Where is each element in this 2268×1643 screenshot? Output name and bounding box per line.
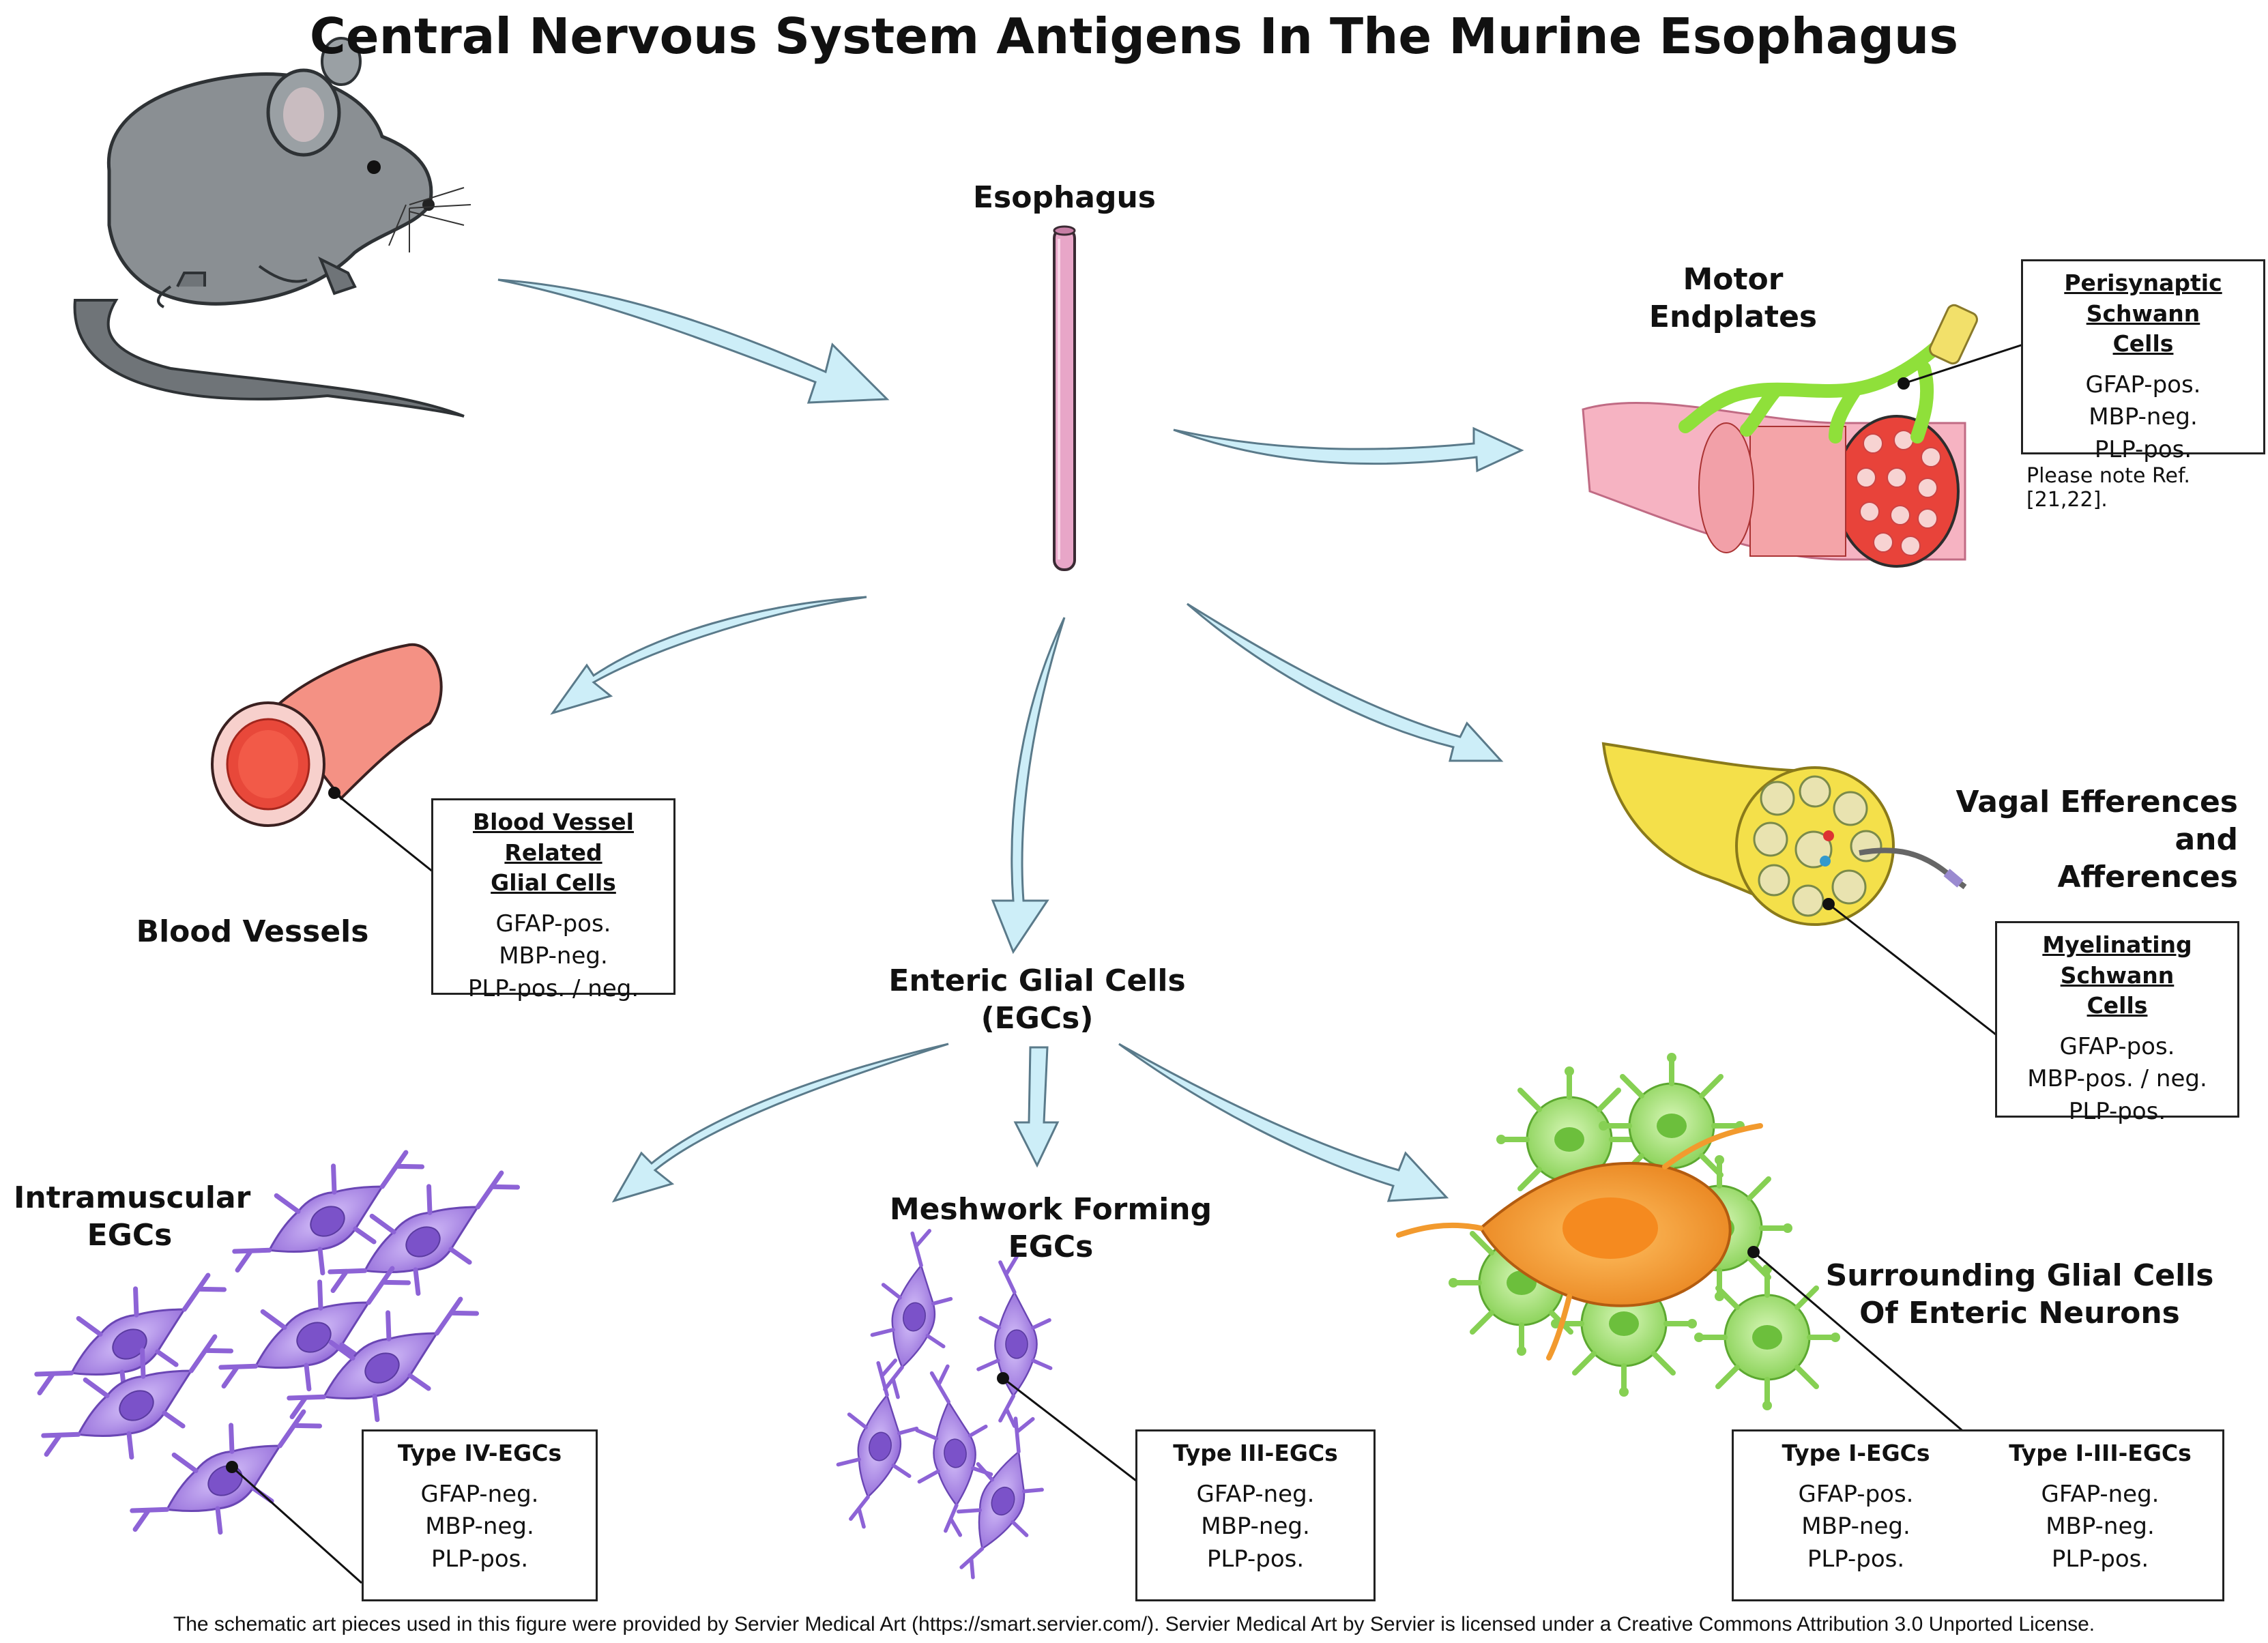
label-motor-endplates: Motor Endplates [1638,261,1829,336]
arrows [497,278,1524,1203]
box-perisynaptic-plp: PLP-pos. [2094,435,2192,463]
arrow-egc-to-meshwork [1013,1046,1060,1168]
box-type1-egcs: Type I-EGCs GFAP-pos. MBP-neg. PLP-pos. … [1732,1429,2224,1601]
box-myelinating-title-line1: Myelinating Schwann [2042,931,2192,989]
mouse-illustration [73,37,471,418]
box-type13-plp: PLP-pos. [2051,1545,2149,1573]
label-esophagus: Esophagus [973,180,1156,215]
connector-dots [226,377,1910,1473]
box-myelinating-plp: PLP-pos. [2068,1097,2166,1125]
arrow-egc-to-surrounding [1118,1043,1449,1202]
label-surrounding-line1: Surrounding Glial Cells [1825,1258,2214,1293]
label-enteric-glial-cells: Enteric Glial Cells (EGCs) [860,962,1215,1037]
box-blood-vessel-title-line2: Glial Cells [491,869,616,897]
label-egc-line1: Enteric Glial Cells [888,963,1186,998]
label-meshwork-line2: EGCs [1008,1230,1094,1264]
vagal-nerve-illustration [1601,742,1967,926]
arrow-esophagus-to-vessel [550,596,867,715]
box-type4-title: Type IV-EGCs [397,1440,562,1466]
box-type3-gfap: GFAP-neg. [1196,1480,1315,1508]
label-egc-line2: (EGCs) [980,1001,1094,1036]
box-type4-mbp: MBP-neg. [425,1513,534,1541]
label-intramuscular-line1: Intramuscular [14,1180,251,1215]
box-perisynaptic-title-line1: Perisynaptic Schwann [2064,270,2222,327]
box-type1-title: Type I-EGCs [1782,1440,1930,1466]
label-surrounding-glia: Surrounding Glial Cells Of Enteric Neuro… [1815,1257,2224,1332]
box-type13-gfap: GFAP-neg. [2041,1480,2160,1508]
label-meshwork-line1: Meshwork Forming [889,1192,1212,1227]
box-type13-title: Type I-III-EGCs [2009,1440,2192,1466]
box-type4-plp: PLP-pos. [431,1545,529,1573]
arrow-egc-to-intramuscular [611,1043,949,1203]
label-vagal-line1: Vagal Efferences and [1956,785,2238,857]
box-type13-mbp: MBP-neg. [2046,1513,2155,1541]
box-blood-vessel-plp: PLP-pos. / neg. [467,974,639,1002]
box-perisynaptic-gfap: GFAP-pos. [2085,370,2201,398]
box-type1-column: Type I-EGCs GFAP-pos. MBP-neg. PLP-pos. [1734,1431,1978,1575]
box-perisynaptic-mbp: MBP-neg. [2089,403,2198,431]
blood-vessel-illustration [211,643,443,827]
surrounding-glia-illustration [1396,1053,1840,1410]
label-vagal-line2: Afferences [2057,860,2238,895]
figure-title: Central Nervous System Antigens In The M… [309,8,1959,65]
box-myelinating-gfap: GFAP-pos. [2059,1032,2175,1060]
box-perisynaptic-title-line2: Cells [2112,330,2174,358]
box-type4-gfap: GFAP-neg. [420,1480,539,1508]
label-intramuscular-line2: EGCs [87,1218,173,1253]
arrow-esophagus-to-egc [991,617,1066,955]
label-surrounding-line2: Of Enteric Neurons [1859,1296,2180,1331]
label-motor-line2: Endplates [1648,300,1818,334]
label-vagal: Vagal Efferences and Afferences [1883,783,2238,896]
label-blood-vessels: Blood Vessels [136,914,369,949]
esophagus-illustration [1053,225,1076,571]
arrow-mouse-to-esophagus [497,278,890,404]
box-type1-plp: PLP-pos. [1807,1545,1905,1573]
attribution-footer: The schematic art pieces used in this fi… [173,1613,2095,1635]
box-type4-egcs: Type IV-EGCs GFAP-neg. MBP-neg. PLP-pos. [362,1429,598,1601]
box-myelinating-title-line2: Cells [2087,992,2148,1019]
box-type3-mbp: MBP-neg. [1201,1513,1310,1541]
box-blood-vessel-gfap: GFAP-pos. [495,910,611,937]
motor-endplate-illustration [1582,304,1978,568]
box-blood-vessel-title-line1: Blood Vessel Related [472,809,634,866]
box-type3-plp: PLP-pos. [1206,1545,1305,1573]
label-intramuscular-egcs: Intramuscular EGCs [14,1179,251,1254]
box-type1-gfap: GFAP-pos. [1798,1480,1914,1508]
box-myelinating-mbp: MBP-pos. / neg. [2027,1065,2207,1093]
connector-lines [231,343,2024,1584]
box-type3-egcs: Type III-EGCs GFAP-neg. MBP-neg. PLP-pos… [1135,1429,1376,1601]
label-motor-line1: Motor [1683,262,1784,297]
box-blood-vessel-mbp: MBP-neg. [499,942,608,970]
box-type1-mbp: MBP-neg. [1801,1513,1910,1541]
label-meshwork-egcs: Meshwork Forming EGCs [880,1191,1221,1266]
arrow-esophagus-to-vagal [1187,602,1504,762]
meshwork-egc-illustration [828,1224,1064,1590]
reference-note: Please note Ref. [21,22]. [2026,464,2190,512]
arrow-esophagus-to-motor [1173,426,1524,473]
box-type13-column: Type I-III-EGCs GFAP-neg. MBP-neg. PLP-p… [1978,1431,2222,1575]
box-type3-title: Type III-EGCs [1173,1440,1338,1466]
